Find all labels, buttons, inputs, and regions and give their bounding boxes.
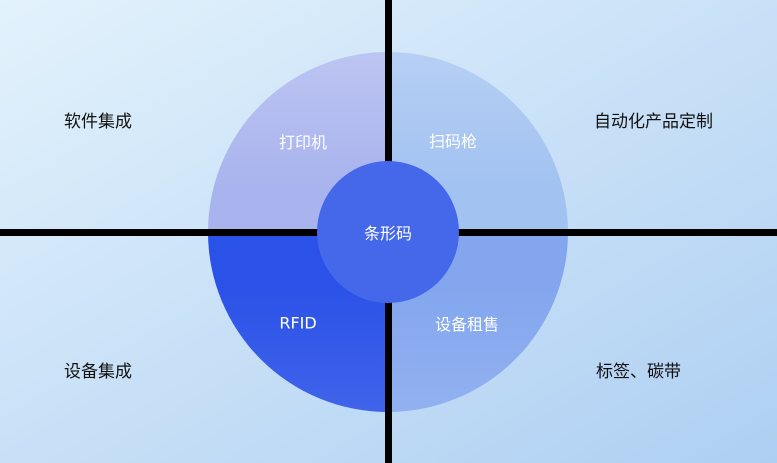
corner-label-equipment-integration: 设备集成 xyxy=(64,362,132,382)
quadrant-label-printer: 打印机 xyxy=(278,133,328,152)
quadrant-label-scanner: 扫码枪 xyxy=(428,132,478,151)
center-label: 条形码 xyxy=(363,224,412,243)
quadrant-label-rfid: RFID xyxy=(279,313,317,333)
main-circle: 打印机 扫码枪 RFID 设备租售 xyxy=(208,52,568,412)
center-circle: 条形码 xyxy=(317,161,459,303)
corner-label-labels-ribbons: 标签、碳带 xyxy=(596,362,681,382)
corner-label-software-integration: 软件集成 xyxy=(64,112,132,132)
corner-label-automation-customization: 自动化产品定制 xyxy=(594,112,713,132)
quadrant-label-equipment-rental: 设备租售 xyxy=(434,315,500,334)
